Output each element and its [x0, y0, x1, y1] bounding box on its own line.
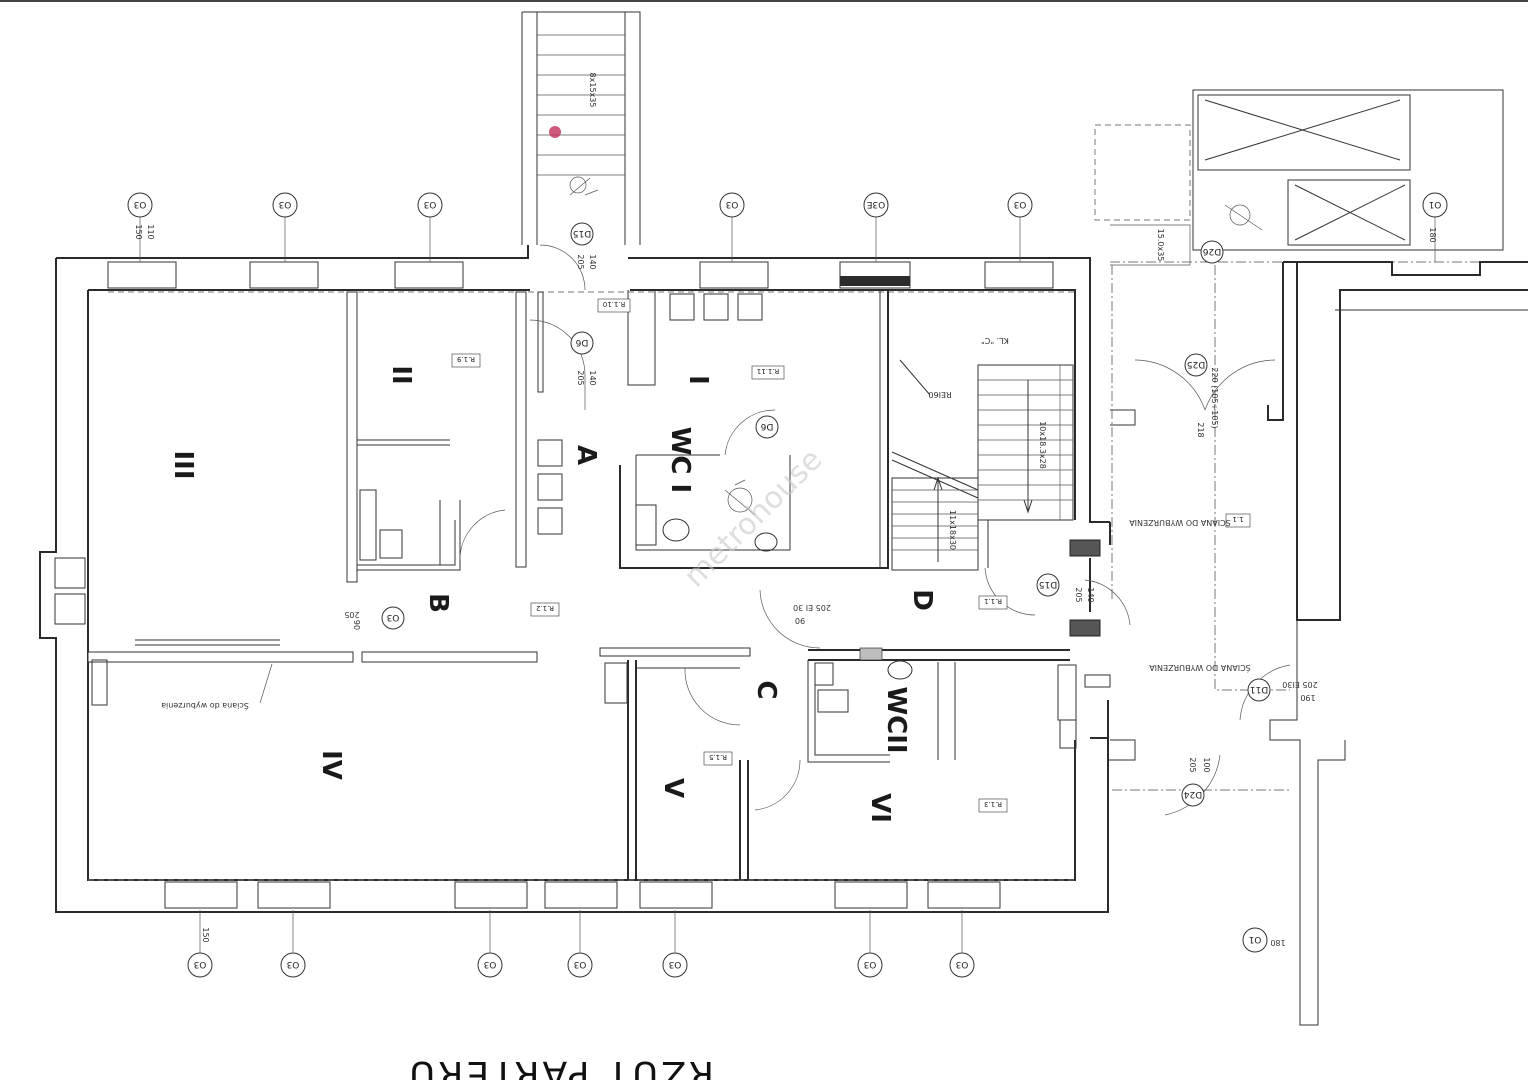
dim-door-90-b: 90: [795, 616, 805, 625]
room-tags: R.1.9 R.1.10 R.1.11 R.1.2 R.1.1 R.1.5 R.…: [451, 298, 1251, 813]
window-marks-bottom: O3 O3 O3 O3 O3 O3 O3 O1: [187, 910, 1268, 978]
door-mark-d15-top: D15: [573, 228, 591, 238]
window-mark-top-5: O3E: [866, 199, 885, 209]
dim-window-150: 150: [134, 224, 143, 239]
dim-door-205-b: 205: [576, 370, 585, 385]
stair-label-lower: 11x18x30: [948, 510, 957, 550]
top-windows: [107, 261, 1075, 293]
window-mark-top-1: O3: [134, 199, 147, 209]
dim-door-90-a: 90: [352, 620, 361, 630]
room-tag-r19: R.1.9: [457, 355, 475, 363]
dim-door-205-ei: 205 EI 30: [793, 603, 831, 612]
window-mark-top-6: O3: [1014, 199, 1027, 209]
door-mark-d6-corridor: D6: [575, 337, 588, 347]
dim-door-100: 100: [1202, 757, 1211, 772]
dim-door-205-a: 205: [576, 254, 585, 269]
bottom-windows: [88, 879, 1075, 909]
room-tag-r110: R.1.10: [603, 300, 625, 308]
window-mark-bottom-5: O3: [669, 959, 682, 969]
dim-door-218: 218: [1196, 422, 1205, 437]
dim-door-220: 220 (105+105): [1210, 367, 1219, 428]
fixtures: [54, 293, 1111, 749]
stair-label-top: 8x15x35: [588, 73, 597, 108]
dim-door-140-c: 140: [1086, 587, 1095, 602]
window-mark-top-3: O3: [424, 199, 437, 209]
door-mark-o3: O3: [387, 612, 400, 622]
door-mark-d24: D24: [1184, 789, 1203, 799]
room-label-ii: II: [386, 365, 416, 384]
door-mark-d15-stair: D15: [1039, 579, 1057, 589]
room-label-wc1: WC I: [665, 427, 695, 494]
window-mark-top-4: O3: [726, 199, 739, 209]
interior-walls: [87, 290, 1070, 880]
dim-door-205-ei30: 205 EI30: [1282, 680, 1317, 689]
room-tag-r1: 1.1: [1232, 515, 1243, 523]
room-label-d: D: [907, 589, 937, 611]
door-swings: [459, 244, 1036, 811]
door-marks: D15 D6 D6 D15 D25 D24 D11 D26 O3: [381, 222, 1271, 807]
stair-top: [521, 11, 641, 245]
dim-window-110: 110: [146, 224, 155, 239]
room-tag-r111: R.1.11: [757, 367, 779, 375]
stair-label-main: 10x18.3x28: [1038, 421, 1047, 469]
wall-note-demolish-3: Ściana do wyburzenia: [161, 701, 249, 712]
stair-class-label: KL. "C": [981, 336, 1009, 345]
dim-window-150-b: 150: [201, 927, 210, 942]
wall-note-demolish-1: ŚCIANA DO WYBURZENIA: [1129, 518, 1231, 529]
window-mark-right-1: O1: [1429, 199, 1442, 209]
window-marks-top: O3 O3 O3 O3 O3E O3 O1: [127, 192, 1448, 262]
right-wing: [1084, 89, 1528, 1026]
room-label-a: A: [571, 445, 601, 465]
notes: 8x15x35 10x18.3x28 11x18x30 15.0x35 KL. …: [161, 73, 1251, 712]
room-label-c: C: [751, 680, 781, 699]
room-label-wc2: WCII: [881, 686, 911, 753]
window-mark-bottom-6: O3: [864, 959, 877, 969]
dim-window-180-a: 180: [1428, 227, 1437, 242]
stair-main: [891, 359, 1074, 571]
room-tag-r15: R.1.5: [709, 753, 727, 761]
room-label-vi: VI: [865, 793, 895, 823]
door-mark-d26: D26: [1203, 246, 1222, 256]
wheelchair-icon: [569, 176, 1263, 516]
window-mark-right-2: O1: [1249, 934, 1262, 944]
dim-door-205-d: 205: [1074, 587, 1083, 602]
drawing-title: RZUT PARTERU: [406, 1053, 714, 1080]
window-mark-bottom-1: O3: [194, 959, 207, 969]
window-mark-bottom-7: O3: [956, 959, 969, 969]
dim-door-205-c: 205: [344, 610, 359, 619]
dim-door-140-a: 140: [588, 254, 597, 269]
dim-door-205-e: 205: [1188, 757, 1197, 772]
room-label-b: B: [423, 593, 453, 613]
room-label-iii: III: [168, 450, 198, 479]
demolish-hatches: [1069, 539, 1101, 637]
window-mark-top-2: O3: [279, 199, 292, 209]
door-mark-d6-wc: D6: [760, 421, 773, 431]
window-mark-bottom-4: O3: [574, 959, 587, 969]
room-label-i: I: [683, 375, 713, 385]
fire-rating-label: REI60: [928, 390, 951, 399]
room-tag-r13: R.1.3: [984, 800, 1002, 808]
room-tag-r12: R.1.2: [536, 604, 554, 612]
watermark: metrohouse: [677, 442, 829, 594]
window-mark-bottom-2: O3: [287, 959, 300, 969]
stair-label-ext: 15.0x35: [1156, 229, 1165, 262]
dim-window-180-b: 180: [1270, 938, 1285, 947]
room-label-v: V: [658, 778, 688, 798]
room-labels: III II I A WC I B D IV C V WCII VI: [168, 365, 937, 823]
door-mark-d11: D11: [1250, 684, 1268, 694]
wall-note-demolish-2: ŚCIANA DO WYBURZENIA: [1149, 663, 1251, 674]
window-mark-bottom-3: O3: [484, 959, 497, 969]
dim-door-190: 190: [1300, 693, 1315, 702]
room-label-iv: IV: [316, 750, 346, 780]
red-marker: [549, 126, 561, 138]
room-tag-r11: R.1.1: [984, 597, 1002, 605]
dim-door-140-b: 140: [588, 370, 597, 385]
dimensions: 110 150 205 140 205 140 90 205 90 205 EI…: [134, 224, 1437, 947]
door-mark-d25: D25: [1187, 359, 1205, 369]
